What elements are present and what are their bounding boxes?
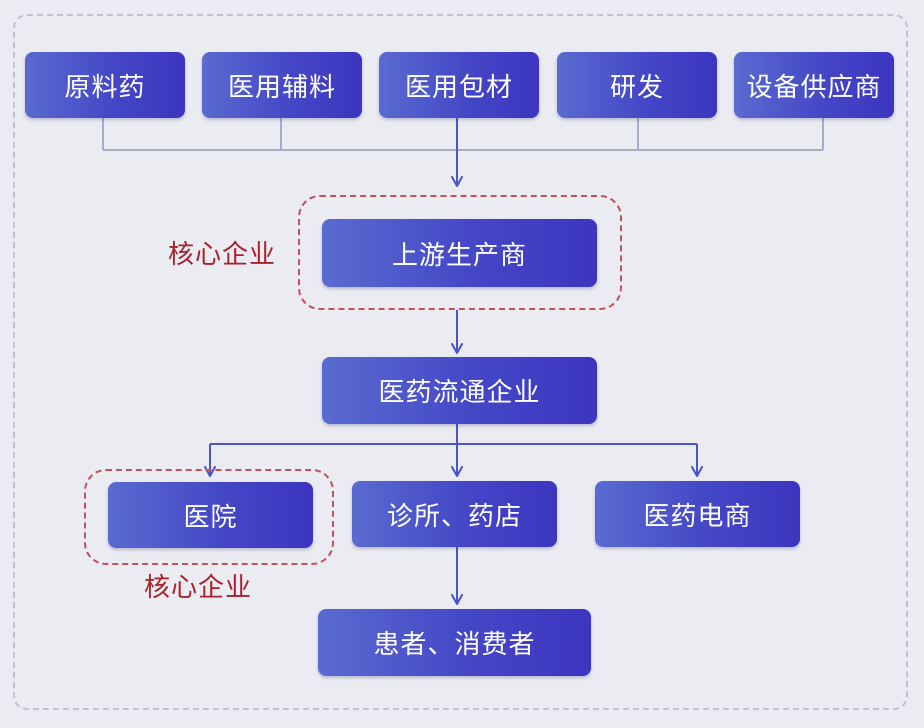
pharma-ecommerce-node: 医药电商 (595, 481, 800, 547)
core-enterprise-frame-upstream (298, 195, 622, 310)
supplier-rnd: 研发 (557, 52, 717, 118)
core-enterprise-label-hospital: 核心企业 (144, 573, 253, 603)
supplier-medical-excipients: 医用辅料 (202, 52, 362, 118)
core-enterprise-label-upstream: 核心企业 (168, 240, 277, 270)
supplier-medical-packaging: 医用包材 (379, 52, 539, 118)
diagram-frame (13, 14, 908, 710)
pharma-distributor-node: 医药流通企业 (322, 357, 597, 424)
hospital-node: 医院 (108, 482, 313, 548)
core-enterprise-frame-hospital (84, 469, 334, 565)
clinic-pharmacy-node: 诊所、药店 (352, 481, 557, 547)
supplier-raw-materials: 原料药 (25, 52, 185, 118)
patient-consumer-node: 患者、消费者 (318, 609, 591, 676)
supplier-equipment: 设备供应商 (734, 52, 894, 118)
upstream-producer-node: 上游生产商 (322, 219, 597, 287)
